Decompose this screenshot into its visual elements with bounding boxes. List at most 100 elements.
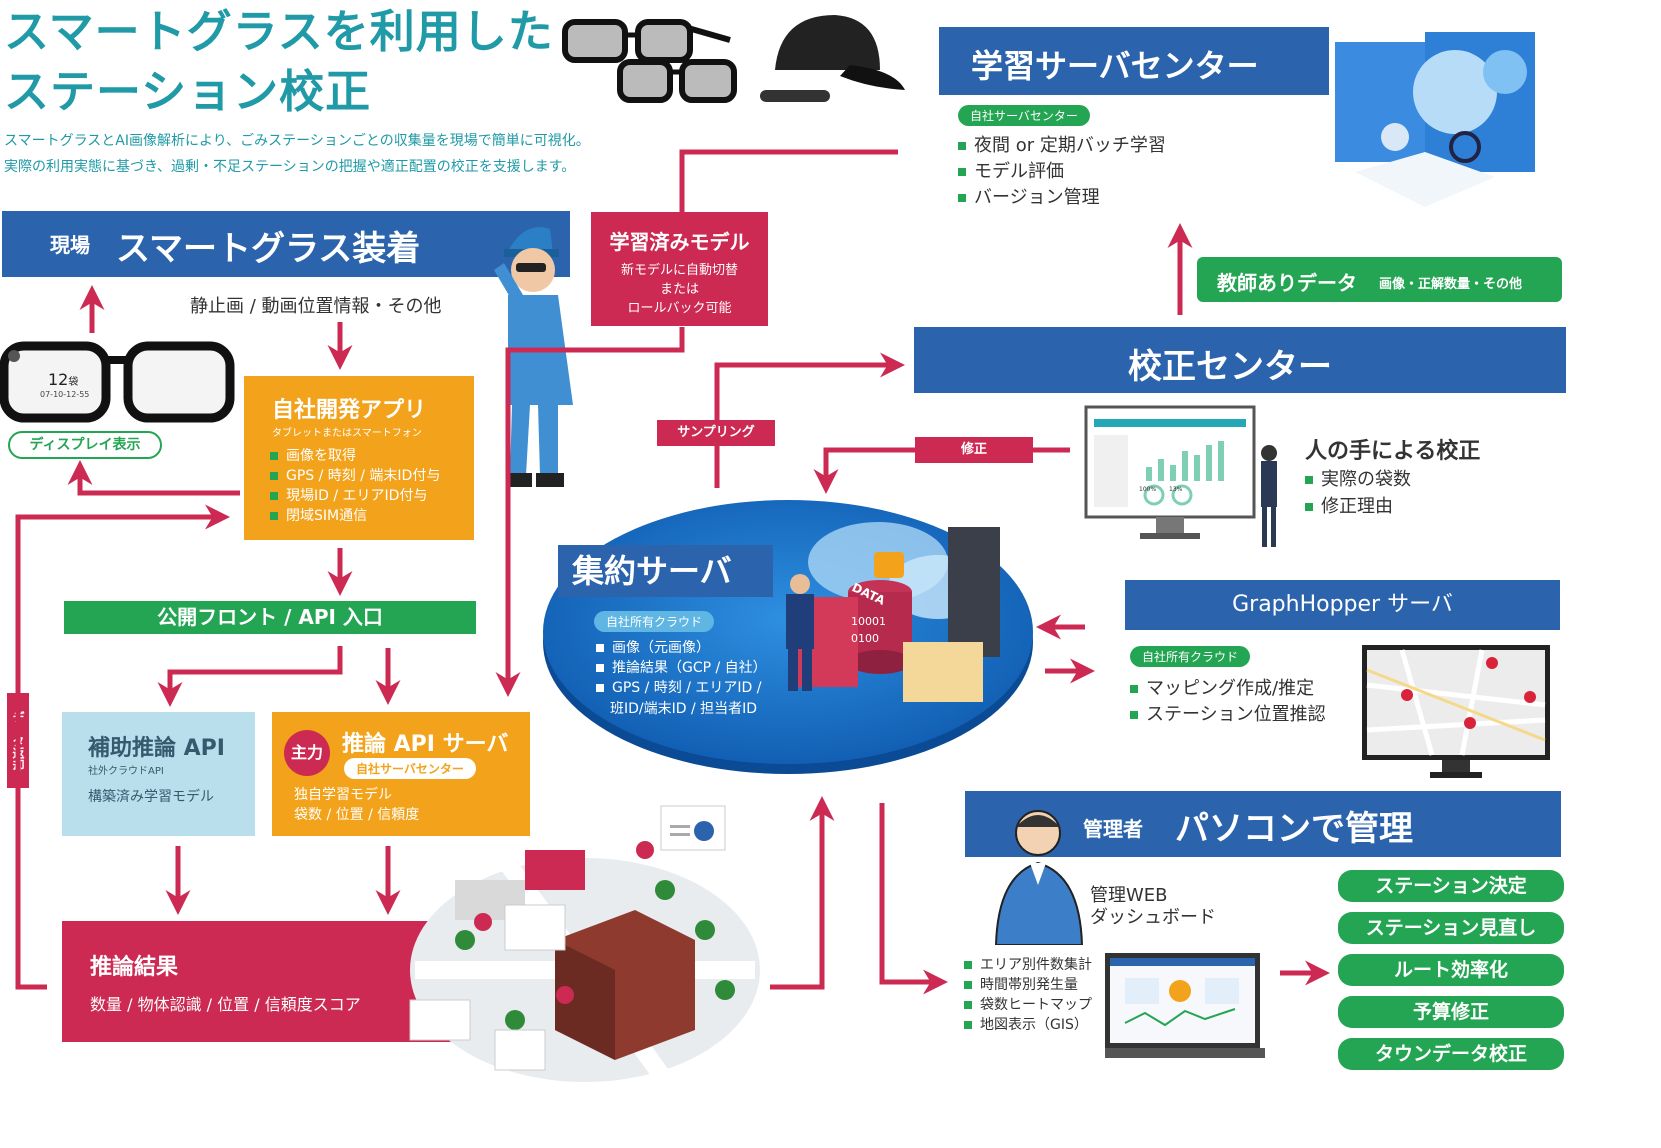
analyst-icon [786, 574, 814, 691]
cap-icon [760, 15, 905, 102]
gauge1-label: 100% [1139, 486, 1157, 493]
admin-header: 管理者 パソコンで管理 [965, 791, 1561, 857]
location-pin-icon [474, 841, 654, 1004]
main-api-line1: 独自学習モデル [294, 787, 392, 803]
pie-card-icon [660, 805, 726, 851]
aggregate-platform [543, 500, 1033, 774]
learning-title: 学習サーバセンター [971, 47, 1259, 85]
action-route-optimize[interactable]: ルート効率化 [1338, 954, 1564, 986]
calib-header: 校正センター [914, 327, 1566, 393]
learning-pill: 自社サーバセンター [958, 105, 1090, 126]
main-api-title: 推論 API サーバ [342, 732, 509, 757]
aux-api-desc: 構築済み学習モデル [88, 789, 214, 805]
model-box: 学習済みモデル 新モデルに自動切替 または ロールバック可能 [591, 212, 768, 326]
main-api-line2: 袋数 / 位置 / 信頼度 [294, 807, 420, 823]
teacher-label: 教師ありデータ [1217, 271, 1357, 295]
aggregate-items: 画像（元画像） 推論結果（GCP / 自社） GPS / 時刻 / エリアID … [596, 638, 767, 698]
camera-icon [8, 350, 20, 362]
graphhopper-pill: 自社所有クラウド [1130, 646, 1251, 667]
city-illustration [409, 841, 760, 1085]
graphhopper-title: GraphHopper サーバ [1125, 580, 1560, 630]
app-box: 自社開発アプリ タブレットまたはスマートフォン 画像を取得 GPS / 時刻 /… [244, 376, 474, 540]
model-line2: または [659, 282, 699, 297]
list-item: 閉域SIM通信 [270, 506, 440, 526]
server-rack-icon [948, 527, 1000, 657]
sampling-label: サンプリング [657, 420, 775, 446]
aggregate-item-cont: 班ID/端末ID / 担当者ID [610, 701, 758, 717]
main-api-box: 主力 推論 API サーバ 自社サーバセンター 独自学習モデル 袋数 / 位置 … [272, 712, 530, 836]
magnifier-icon [1449, 131, 1481, 163]
lock-icon [874, 552, 904, 578]
aggregate-pill: 自社所有クラウド [594, 611, 715, 632]
admin-tag: 管理者 [1083, 817, 1143, 841]
aux-api-box: 補助推論 API 社外クラウドAPI 構築済み学習モデル [62, 712, 255, 836]
list-item: 現場ID / エリアID付与 [270, 486, 440, 506]
robot-icon [1381, 123, 1409, 151]
dashboard-label: 管理WEB ダッシュボード [1090, 885, 1216, 929]
title-line-1: スマートグラスを利用した [4, 5, 554, 58]
database-icon [848, 580, 912, 674]
app-title: 自社開発アプリ [272, 398, 427, 423]
aux-api-subtitle: 社外クラウドAPI [88, 766, 164, 777]
lead-line-2: 実際の利用実態に基づき、過剰・不足ステーションの把握や適正配置の校正を支援します… [4, 159, 576, 175]
brain-icon [1413, 50, 1497, 134]
folder-icon [903, 642, 983, 702]
lead-line-1: スマートグラスとAI画像解析により、ごみステーションごとの収集量を現場で簡単に可… [4, 133, 590, 149]
display-label: ディスプレイ表示 [8, 431, 162, 459]
admin-title: パソコンで管理 [1175, 809, 1413, 849]
list-item: GPS / 時刻 / 端末ID付与 [270, 466, 440, 486]
result-desc: 数量 / 物体認識 / 位置 / 信頼度スコア [90, 995, 361, 1014]
list-item: GPS / 時刻 / エリアID / [596, 678, 767, 698]
list-item: ステーション位置推認 [1130, 702, 1326, 728]
smart-glasses-illustration [562, 15, 905, 103]
db-binary1: 10001 [851, 615, 886, 628]
lead-text: スマートグラスとAI画像解析により、ごみステーションごとの収集量を現場で簡単に可… [4, 128, 590, 180]
dashboard-line2: ダッシュボード [1090, 907, 1216, 928]
human-items: 実際の袋数 修正理由 [1305, 466, 1411, 520]
db-binary2: 0100 [851, 632, 879, 645]
main-badge: 主力 [284, 730, 330, 776]
list-item: 時間帯別発生量 [964, 975, 1092, 995]
graphhopper-items: マッピング作成/推定 ステーション位置推認 [1130, 676, 1326, 728]
app-items: 画像を取得 GPS / 時刻 / 端末ID付与 現場ID / エリアID付与 閉… [270, 446, 440, 526]
app-subtitle: タブレットまたはスマートフォン [272, 428, 422, 439]
model-title: 学習済みモデル [609, 230, 750, 254]
list-item: 修正理由 [1305, 493, 1411, 520]
learning-header: 学習サーバセンター [939, 27, 1329, 95]
list-item: 画像（元画像） [596, 638, 767, 658]
list-item: 推論結果（GCP / 自社） [596, 658, 767, 678]
list-item: 地図表示（GIS） [964, 1015, 1092, 1035]
map-monitor [1362, 645, 1550, 778]
hud-sub: 07-10-12-55 [40, 390, 90, 399]
map-pin-icon [1401, 657, 1536, 729]
action-station-decide[interactable]: ステーション決定 [1338, 870, 1564, 902]
action-town-data[interactable]: タウンデータ校正 [1338, 1038, 1564, 1070]
learning-items: 夜間 or 定期バッチ学習 モデル評価 バージョン管理 [958, 133, 1166, 211]
aux-api-title: 補助推論 API [88, 736, 225, 761]
hud-unit: 袋 [68, 377, 79, 388]
admin-items: エリア別件数集計 時間帯別発生量 袋数ヒートマップ 地図表示（GIS） [964, 955, 1092, 1035]
action-station-review[interactable]: ステーション見直し [1338, 912, 1564, 944]
title-line-2: ステーション校正 [4, 65, 372, 118]
hud-number: 12 [48, 370, 69, 389]
learning-illustration [1335, 32, 1535, 207]
list-item: 画像を取得 [270, 446, 440, 466]
list-item: エリア別件数集計 [964, 955, 1092, 975]
teacher-bar: 教師ありデータ 画像・正解数量・その他 [1197, 257, 1562, 302]
main-api-pill: 自社サーバセンター [344, 758, 476, 779]
list-item: マッピング作成/推定 [1130, 676, 1326, 702]
gauge2-label: 13% [1169, 486, 1183, 493]
person-icon [1261, 445, 1277, 547]
dashboard-laptop [1105, 953, 1265, 1058]
gear-icon [1483, 50, 1527, 94]
list-item: モデル評価 [958, 159, 1166, 185]
action-budget-fix[interactable]: 予算修正 [1338, 996, 1564, 1028]
model-line3: ロールバック可能 [627, 301, 732, 316]
field-title: スマートグラス装着 [116, 229, 421, 269]
tree-icon [455, 880, 735, 1030]
fix-label: 修正 [915, 437, 1033, 463]
hud-readout: 12袋 [48, 370, 78, 389]
result-title: 推論結果 [90, 955, 179, 980]
field-caption: 静止画 / 動画位置情報・その他 [190, 296, 442, 317]
